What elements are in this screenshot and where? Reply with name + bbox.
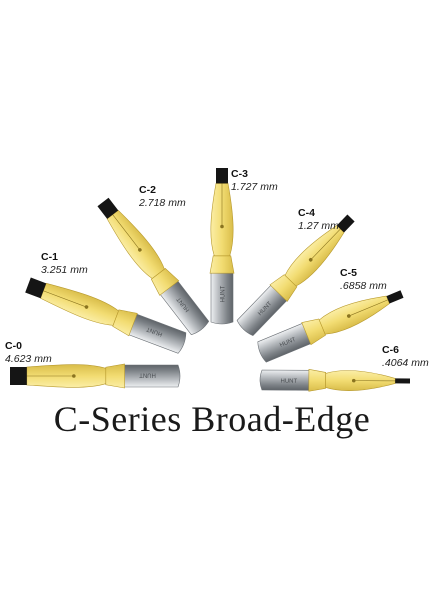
nib-tip (97, 197, 119, 219)
nib-code: C-0 (5, 340, 22, 352)
nib-code: C-2 (139, 184, 156, 196)
nib-c-4: HUNT (236, 214, 355, 336)
nib-stamp: HUNT (221, 285, 227, 302)
nib-tip (216, 167, 228, 184)
label-c1: C-1 3.251 mm (41, 252, 88, 275)
nib-width: .6858 mm (340, 279, 387, 292)
nib-code: C-4 (298, 207, 315, 219)
label-c0: C-0 4.623 mm (5, 341, 52, 364)
nib-width: 1.727 mm (231, 180, 278, 193)
nib-tip (386, 290, 404, 304)
nib-width: 2.718 mm (139, 196, 186, 209)
nib-tip (395, 378, 411, 384)
label-c3: C-3 1.727 mm (231, 169, 278, 192)
page-title: C-Series Broad-Edge (53, 399, 371, 439)
label-c5: C-5 .6858 mm (340, 268, 387, 291)
nib-c-3: HUNT (209, 167, 235, 325)
nib-stamp: HUNT (139, 372, 156, 378)
nib-tip (10, 367, 27, 385)
nib-width: .4064 mm (382, 356, 429, 369)
nib-code: C-6 (382, 344, 399, 356)
nib-tip (336, 214, 355, 233)
label-c4: C-4 1.27 mm (298, 208, 339, 231)
nib-width: 1.27 mm (298, 219, 339, 232)
label-c6: C-6 .4064 mm (382, 345, 429, 368)
nib-stamp: HUNT (280, 379, 297, 385)
nib-code: C-3 (231, 168, 248, 180)
nib-code: C-1 (41, 251, 58, 263)
nib-width: 4.623 mm (5, 352, 52, 365)
label-c2: C-2 2.718 mm (139, 185, 186, 208)
nib-c-0: HUNT (10, 363, 181, 389)
nib-code: C-5 (340, 267, 357, 279)
nib-c-2: HUNT (97, 197, 210, 336)
nib-width: 3.251 mm (41, 263, 88, 276)
nib-c-1: HUNT (25, 277, 187, 354)
nib-tip (25, 277, 47, 299)
nib-c-5: HUNT (257, 290, 404, 363)
nib-stamp: HUNT (145, 325, 163, 337)
nib-c-6: HUNT (259, 368, 411, 392)
